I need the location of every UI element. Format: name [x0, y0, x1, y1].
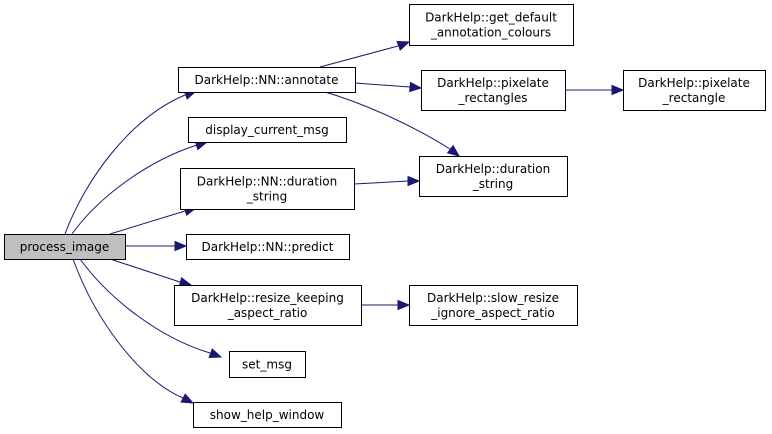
node-set-msg[interactable]: set_msg: [229, 351, 306, 378]
node-label: _string: [472, 177, 513, 191]
edge-line: [79, 258, 211, 354]
node-label: _rectangle: [662, 91, 726, 105]
node-process-image[interactable]: process_image: [4, 234, 126, 260]
edge-line: [109, 258, 181, 283]
node-label: _string: [246, 190, 287, 204]
node-label: DarkHelp::duration: [436, 162, 550, 176]
arrowhead-icon: [397, 299, 411, 311]
edge-line: [353, 180, 409, 185]
edge-process_image-to-nn_duration_string: [109, 206, 198, 235]
node-label: DarkHelp::slow_resize: [427, 291, 559, 305]
node-duration-string[interactable]: DarkHelp::duration_string: [419, 156, 568, 197]
node-label: DarkHelp::pixelate: [437, 76, 549, 90]
arrowhead-icon: [180, 393, 195, 404]
arrowhead-icon: [407, 175, 421, 187]
edge-process_image-to-resize_keeping_aspect_ratio: [109, 258, 193, 287]
edge-pixelate_rectangles-to-pixelate_rectangle: [565, 84, 625, 96]
node-label: _rectangles: [458, 91, 528, 105]
node-box[interactable]: [421, 70, 566, 111]
node-label: DarkHelp::NN::annotate: [194, 73, 338, 87]
arrowhead-icon: [396, 40, 411, 51]
edge-nn_annotate-to-duration_string: [324, 91, 461, 157]
node-box[interactable]: [229, 351, 306, 378]
node-label: show_help_window: [210, 408, 325, 422]
node-label: DarkHelp::pixelate: [638, 76, 750, 90]
edge-process_image-to-set_msg: [79, 258, 223, 359]
node-pixelate-rectangle[interactable]: DarkHelp::pixelate_rectangle: [623, 70, 766, 111]
edge-process_image-to-show_help_window: [72, 258, 195, 404]
edges-layer: [64, 40, 625, 404]
edge-line: [324, 91, 451, 150]
node-get-default-annotation-colours[interactable]: DarkHelp::get_default_annotation_colours: [409, 4, 574, 46]
node-label: DarkHelp::NN::predict: [202, 240, 334, 254]
node-label: _ignore_aspect_ratio: [430, 306, 555, 320]
node-label: _aspect_ratio: [227, 306, 308, 320]
node-box[interactable]: [188, 117, 347, 143]
node-resize-keeping-aspect-ratio[interactable]: DarkHelp::resize_keeping_aspect_ratio: [174, 285, 362, 326]
edge-process_image-to-nn_annotate: [64, 89, 198, 235]
node-nn-predict[interactable]: DarkHelp::NN::predict: [186, 234, 350, 260]
node-label: set_msg: [242, 358, 292, 372]
node-box[interactable]: [174, 285, 362, 326]
node-slow-resize-ignore-aspect-ratio[interactable]: DarkHelp::slow_resize_ignore_aspect_rati…: [409, 285, 578, 326]
edge-nn_annotate-to-pixelate_rectangles: [354, 81, 423, 93]
node-label: _annotation_colours: [430, 26, 551, 40]
node-box[interactable]: [186, 234, 350, 260]
node-box[interactable]: [4, 234, 126, 260]
edge-line: [354, 82, 411, 88]
edge-line: [72, 258, 184, 399]
edge-nn_duration_string-to-duration_string: [353, 175, 421, 187]
node-show-help-window[interactable]: show_help_window: [193, 402, 342, 428]
nodes-layer: process_image DarkHelp::NN::annotatedispl…: [4, 4, 766, 428]
node-nn-annotate[interactable]: DarkHelp::NN::annotate: [178, 67, 356, 93]
node-label: process_image: [20, 240, 110, 254]
edge-process_image-to-nn_predict: [125, 240, 188, 252]
node-nn-duration-string[interactable]: DarkHelp::NN::duration_string: [180, 168, 355, 210]
arrowhead-icon: [409, 81, 423, 93]
arrowhead-icon: [611, 84, 625, 96]
node-pixelate-rectangles[interactable]: DarkHelp::pixelate_rectangles: [421, 70, 566, 111]
node-box[interactable]: [193, 402, 342, 428]
node-label: DarkHelp::get_default: [425, 11, 557, 25]
arrowhead-icon: [208, 348, 223, 359]
node-box[interactable]: [419, 156, 568, 197]
edge-line: [71, 144, 198, 235]
node-label: DarkHelp::NN::duration: [197, 175, 337, 189]
node-label: display_current_msg: [205, 123, 328, 137]
node-box[interactable]: [409, 285, 578, 326]
edge-line: [64, 94, 186, 235]
edge-line: [319, 45, 399, 68]
node-box[interactable]: [409, 4, 574, 46]
arrowhead-icon: [174, 240, 188, 252]
node-box[interactable]: [178, 67, 356, 93]
node-label: DarkHelp::resize_keeping: [191, 291, 344, 305]
arrowhead-icon: [446, 144, 461, 157]
node-box[interactable]: [180, 168, 355, 210]
node-display-current-msg[interactable]: display_current_msg: [188, 117, 347, 143]
node-box[interactable]: [623, 70, 766, 111]
edge-nn_annotate-to-get_default_annotation_colours: [319, 40, 411, 68]
edge-line: [109, 210, 186, 235]
edge-resize_keeping_aspect_ratio-to-slow_resize_ignore_aspect_ratio: [361, 299, 411, 311]
